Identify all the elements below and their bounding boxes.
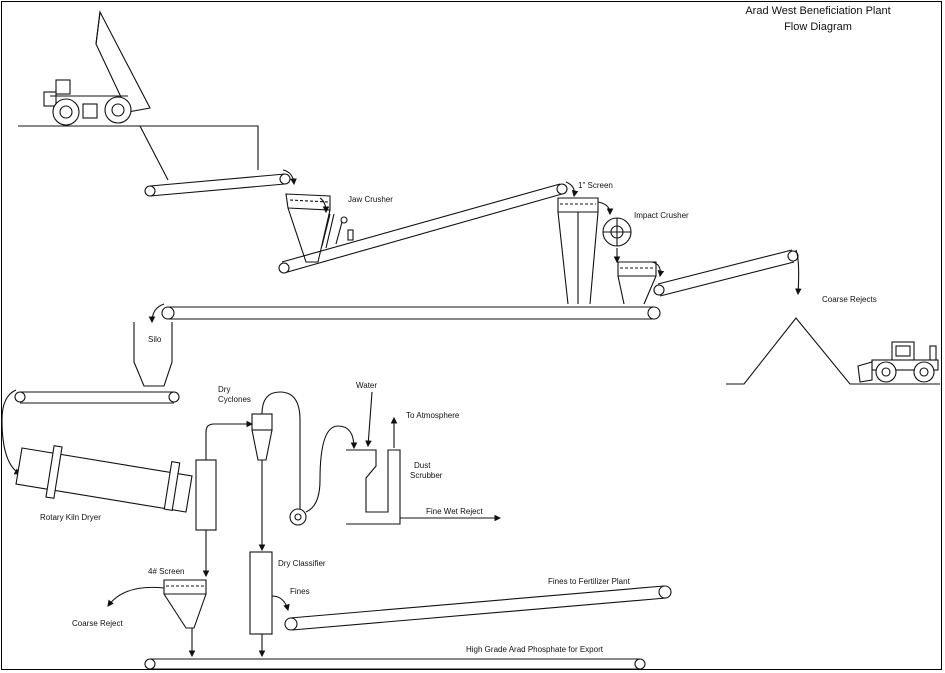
stockpile — [726, 317, 940, 385]
jaw-crusher — [285, 193, 354, 263]
dry-cyclones-label-2: Cyclones — [218, 395, 251, 404]
main-conveyor — [148, 303, 661, 324]
screen-4-label: 4# Screen — [148, 567, 184, 576]
impact-crusher — [602, 217, 665, 305]
impact-crusher-label: Impact Crusher — [634, 211, 689, 220]
to-atmosphere-label: To Atmosphere — [406, 411, 460, 420]
dust-scrubber — [346, 391, 502, 525]
dry-cyclones — [251, 391, 301, 552]
dry-classifier-label: Dry Classifier — [278, 559, 326, 568]
dump-ground — [18, 125, 259, 181]
wheel-loader-icon — [857, 341, 939, 383]
screen-1in-label: 1" Screen — [578, 181, 613, 190]
silo-label: Silo — [148, 335, 162, 344]
inclined-conveyor — [278, 181, 579, 274]
fan-icon — [289, 425, 358, 526]
silo — [133, 322, 173, 387]
fines-to-fertilizer-label: Fines to Fertilizer Plant — [548, 577, 631, 586]
dust-scrubber-label-1: Dust — [414, 461, 431, 470]
fine-wet-reject-label: Fine Wet Reject — [426, 507, 484, 516]
high-grade-label: High Grade Arad Phosphate for Export — [466, 645, 604, 654]
coarse-rejects-label: Coarse Rejects — [822, 295, 877, 304]
dump-truck-icon — [43, 10, 151, 126]
dryer-outlet-column — [195, 420, 254, 578]
feed-conveyor — [144, 169, 297, 197]
jaw-crusher-label: Jaw Crusher — [348, 195, 393, 204]
fines-conveyor — [284, 585, 672, 631]
fines-label: Fines — [290, 587, 310, 596]
screen-1in — [557, 197, 614, 305]
dry-classifier — [249, 551, 290, 658]
export-conveyor — [144, 658, 646, 670]
title-line-1: Arad West Beneficiation Plant — [745, 5, 890, 17]
title-line-2: Flow Diagram — [784, 21, 852, 33]
coarse-reject-label: Coarse Reject — [72, 619, 123, 628]
water-label: Water — [356, 381, 377, 390]
rotary-kiln-dryer-label: Rotary Kiln Dryer — [40, 513, 101, 522]
dry-cyclones-label-1: Dry — [218, 385, 230, 394]
silo-conveyor — [1, 389, 180, 475]
coarse-rejects-conveyor — [653, 249, 802, 297]
rotary-kiln-dryer — [15, 445, 193, 513]
screen-4 — [107, 579, 207, 658]
dust-scrubber-label-2: Scrubber — [410, 471, 443, 480]
